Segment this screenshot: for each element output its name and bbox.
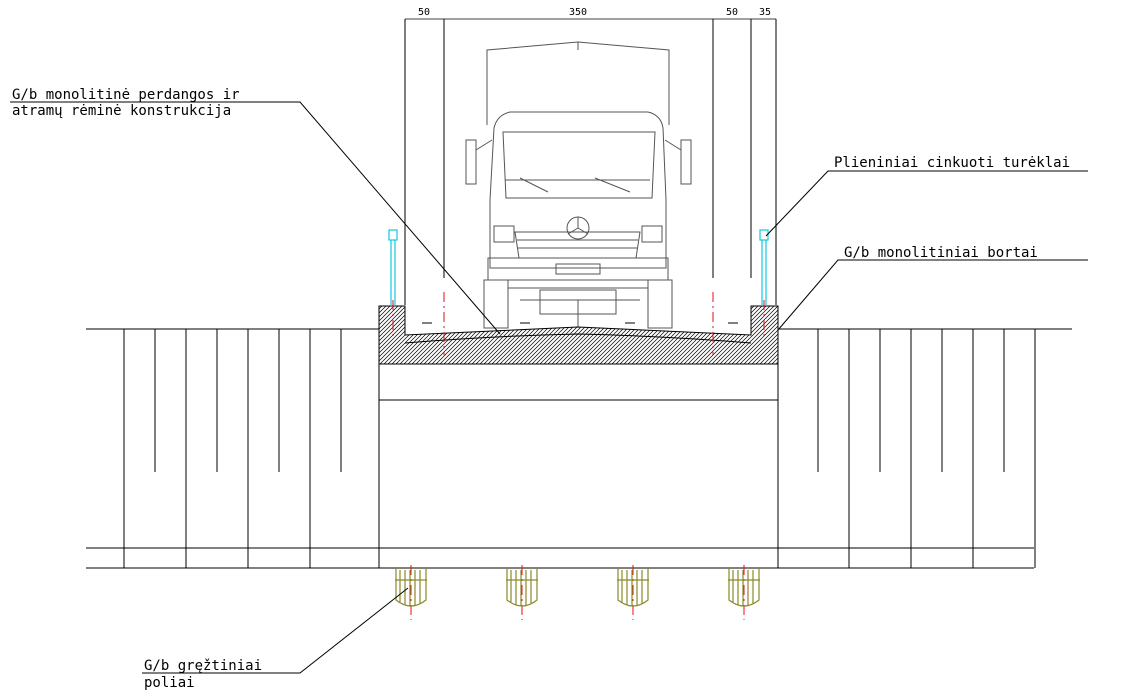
axis-lines xyxy=(392,292,765,620)
label-frame-structure-line2: atramų rėminė konstrukcija xyxy=(12,103,231,119)
dim-carriageway: 350 xyxy=(569,7,587,18)
label-piles-line1: G/b gręžtiniai xyxy=(144,658,262,674)
label-curbs: G/b monolitiniai bortai xyxy=(844,245,1038,261)
bored-piles xyxy=(395,568,760,607)
pile-3 xyxy=(617,568,649,607)
soil-lines-left xyxy=(123,329,342,568)
truck-outline xyxy=(465,41,692,329)
soil-lines-right xyxy=(817,329,1036,568)
railing-left xyxy=(388,229,398,306)
dim-right-offset: 50 xyxy=(726,7,738,18)
ground-lines xyxy=(86,328,1072,569)
pile-2 xyxy=(506,568,538,607)
pile-1 xyxy=(395,568,427,607)
leader-lines xyxy=(10,101,1088,674)
label-piles-line2: poliai xyxy=(144,675,195,691)
frame-box xyxy=(378,364,779,568)
pile-4 xyxy=(728,568,760,607)
deck-slab xyxy=(378,305,779,365)
dim-right-curb: 35 xyxy=(759,7,771,18)
railing-right xyxy=(759,229,769,306)
dim-left-offset: 50 xyxy=(418,7,430,18)
dimension-chain: 50 350 50 35 xyxy=(404,7,777,305)
label-railings: Plieniniai cinkuoti turėklai xyxy=(834,155,1070,171)
label-frame-structure-line1: G/b monolitinė perdangos ir xyxy=(12,87,240,103)
